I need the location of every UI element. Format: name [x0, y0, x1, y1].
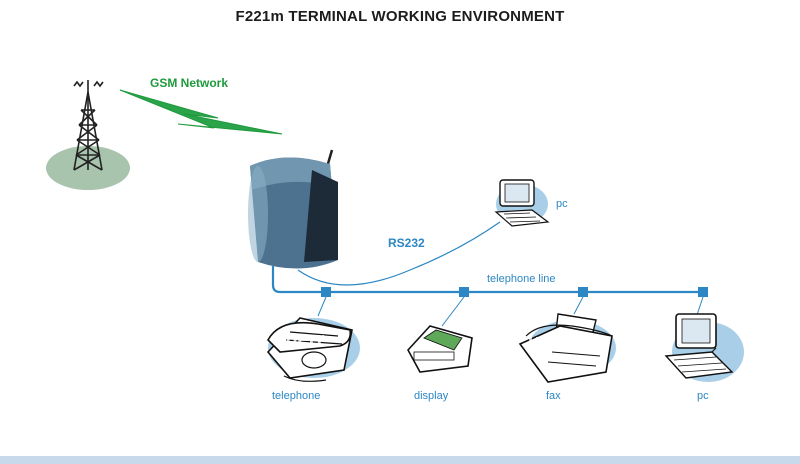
pc-bottom-label: pc [697, 390, 709, 402]
gsm-network-label: GSM Network [150, 76, 229, 90]
telephone-line-label: telephone line [487, 273, 556, 285]
telephone-line-bus [271, 266, 708, 327]
display-label: display [414, 390, 449, 402]
diagram-title: F221m TERMINAL WORKING ENVIRONMENT [235, 8, 565, 25]
rs232-label: RS232 [388, 236, 425, 250]
gsm-signal-icon [119, 89, 283, 135]
display-icon [407, 325, 473, 373]
watermark: Sherr [272, 329, 324, 351]
fax-label: fax [546, 390, 561, 402]
rs232-cable [297, 221, 501, 286]
cell-tower [46, 80, 130, 190]
watermark: uc [528, 331, 551, 353]
telephone-label: telephone [272, 390, 321, 402]
telephone-icon [266, 317, 360, 382]
pc-top-label: pc [556, 198, 568, 210]
pc-bottom-icon [664, 313, 744, 382]
fax-icon [518, 313, 616, 383]
bottom-strip [0, 456, 800, 464]
f221m-terminal [248, 149, 338, 269]
tower-icon [73, 80, 104, 171]
pc-top-icon [494, 179, 550, 227]
